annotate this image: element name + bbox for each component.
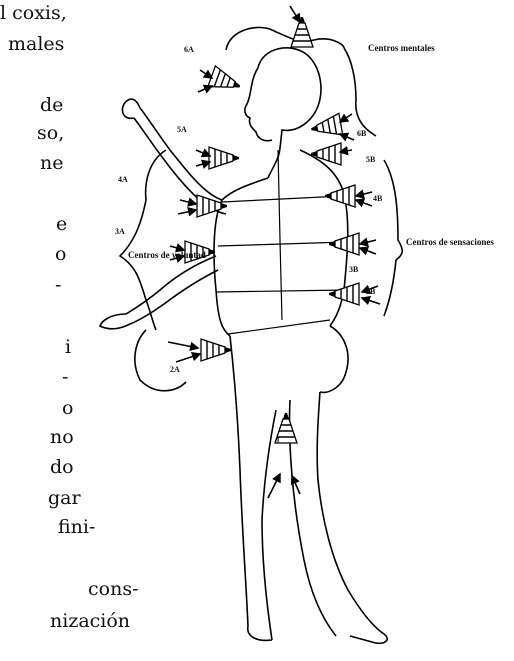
- label-centre-3a: 3A: [115, 228, 125, 236]
- label-centre-3b: 3B: [349, 266, 358, 274]
- label-centre-2b: 2B: [366, 288, 375, 296]
- label-centros-mentales: Centros mentales: [368, 44, 435, 53]
- body-outline: [100, 48, 387, 643]
- label-centre-4a: 4A: [118, 176, 128, 184]
- torso-grid: [216, 150, 346, 334]
- label-centros-sensaciones: Centros de sensaciones: [406, 238, 494, 247]
- label-centre-4b: 4B: [373, 195, 382, 203]
- label-centre-5b: 5B: [366, 156, 375, 164]
- energy-centres: [185, 17, 359, 443]
- label-centros-voluntad: Centros de voluntad: [128, 251, 206, 260]
- group-brackets: [120, 27, 402, 390]
- label-centre-2a: 2A: [170, 366, 180, 374]
- label-centre-6b: 6B: [357, 130, 366, 138]
- label-centre-1: 1: [276, 437, 280, 445]
- label-centre-6a: 6A: [184, 46, 194, 54]
- label-centre-5a: 5A: [177, 126, 187, 134]
